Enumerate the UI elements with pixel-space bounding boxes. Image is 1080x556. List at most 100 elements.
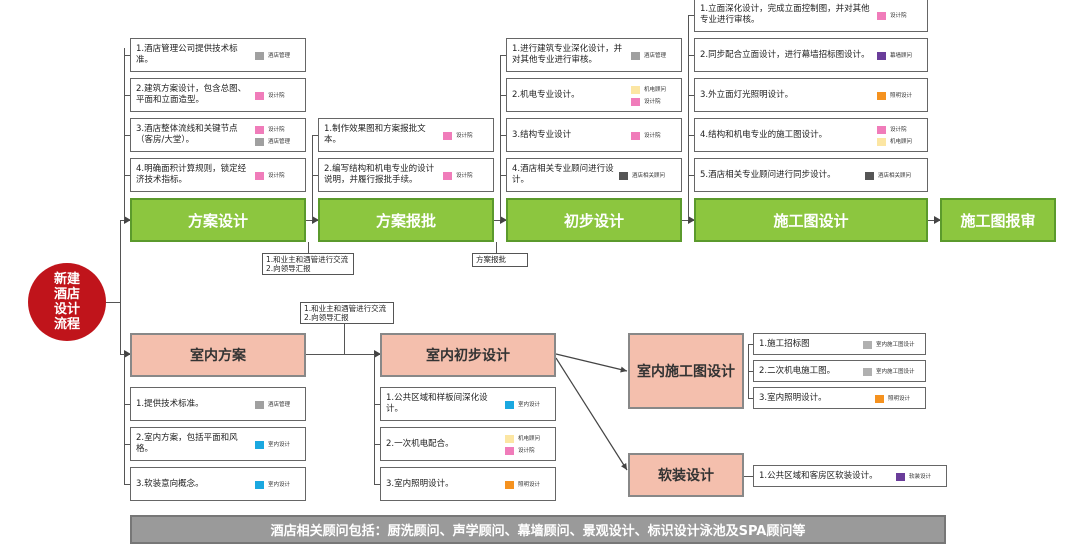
arrow-head-icon	[374, 350, 381, 358]
discipline-label: 照明设计	[518, 481, 541, 488]
task-text: 1.制作效果图和方案报批文本。	[324, 124, 426, 145]
discipline-color-swatch	[896, 473, 905, 481]
arrow-head-icon	[312, 216, 319, 224]
connector-line	[555, 353, 628, 372]
task-box-s4t4[interactable]: 4.结构和机电专业的施工图设计。设计院机电顾问	[694, 118, 928, 152]
task-box-i3t2[interactable]: 2.二次机电施工图。室内施工图设计	[753, 360, 926, 382]
connector-line	[124, 48, 125, 220]
task-box-i2t2[interactable]: 2.一次机电配合。机电顾问设计院	[380, 427, 556, 461]
discipline-color-swatch	[255, 481, 264, 489]
discipline-label: 酒店管理	[268, 401, 291, 408]
task-box-s4t2[interactable]: 2.同步配合立面设计，进行幕墙招标图设计。幕墙顾问	[694, 38, 928, 72]
task-box-s3t2[interactable]: 2.机电专业设计。机电顾问设计院	[506, 78, 682, 112]
discipline-label: 照明设计	[888, 395, 911, 402]
discipline-label: 酒店管理	[268, 138, 291, 145]
connector-line	[374, 404, 380, 405]
stage-interior-preliminary[interactable]: 室内初步设计	[380, 333, 556, 377]
discipline-color-swatch	[875, 395, 884, 403]
discipline-tag: 设计院	[877, 125, 907, 135]
discipline-label: 设计院	[644, 98, 661, 105]
connector-line	[312, 175, 318, 176]
task-box-s2t1[interactable]: 1.制作效果图和方案报批文本。 设计院	[318, 118, 494, 152]
connector-line	[748, 344, 753, 345]
stage-construction-drawing[interactable]: 施工图设计	[694, 198, 928, 242]
discipline-label: 设计院	[890, 12, 907, 19]
discipline-tag: 设计院	[443, 171, 473, 181]
discipline-label: 室内施工图设计	[876, 341, 915, 348]
task-text: 4.明确面积计算规则，锁定经济技术指标。	[136, 164, 247, 185]
stage-soft-decoration[interactable]: 软装设计	[628, 453, 744, 497]
connector-line	[374, 444, 380, 445]
connector-line	[500, 55, 506, 56]
connector-line	[688, 135, 694, 136]
task-box-s3t3[interactable]: 3.结构专业设计设计院	[506, 118, 682, 152]
stage-preliminary-design[interactable]: 初步设计	[506, 198, 682, 242]
stage-scheme-design[interactable]: 方案设计	[130, 198, 306, 242]
discipline-color-swatch	[255, 138, 264, 146]
discipline-tag: 照明设计	[875, 394, 910, 404]
task-text: 1.酒店管理公司提供技术标准。	[136, 44, 238, 65]
arrow-head-icon	[500, 216, 507, 224]
task-box-s3t1[interactable]: 1.进行建筑专业深化设计，并对其他专业进行审核。酒店管理	[506, 38, 682, 72]
task-text: 3.酒店整体流线和关键节点（客房/大堂）。	[136, 124, 238, 145]
discipline-color-swatch	[877, 52, 886, 60]
task-box-i2t1[interactable]: 1.公共区域和样板间深化设计。室内设计	[380, 387, 556, 421]
discipline-label: 设计院	[268, 126, 285, 133]
task-box-s1t1[interactable]: 1.酒店管理公司提供技术标准。酒店管理	[130, 38, 306, 72]
connector-line	[500, 95, 506, 96]
task-box-s1t4[interactable]: 4.明确面积计算规则，锁定经济技术指标。设计院	[130, 158, 306, 192]
discipline-tag: 酒店相关顾问	[865, 171, 911, 181]
discipline-color-swatch	[631, 52, 640, 60]
task-box-i3t1[interactable]: 1.施工招标图室内施工图设计	[753, 333, 926, 355]
connector-line	[312, 135, 313, 220]
arrow-head-icon	[688, 216, 695, 224]
task-text: 2.二次机电施工图。	[759, 365, 836, 376]
discipline-tag: 设计院	[631, 97, 661, 107]
stage-construction-review[interactable]: 施工图报审	[940, 198, 1056, 242]
stage-interior-scheme[interactable]: 室内方案	[130, 333, 306, 377]
connector-line	[374, 484, 380, 485]
discipline-color-swatch	[255, 92, 264, 100]
discipline-tag: 设计院	[877, 11, 907, 21]
task-box-s4t1[interactable]: 1.立面深化设计，完成立面控制图，并对其他专业进行审核。设计院	[694, 0, 928, 32]
stage-interior-construction[interactable]: 室内施工图设计	[628, 333, 744, 409]
task-box-i4t1[interactable]: 1.公共区域和客房区软装设计。软装设计	[753, 465, 947, 487]
task-box-i1t2[interactable]: 2.室内方案，包括平面和风格。室内设计	[130, 427, 306, 461]
discipline-tag: 幕墙顾问	[877, 51, 912, 61]
discipline-color-swatch	[443, 172, 452, 180]
discipline-color-swatch	[255, 52, 264, 60]
discipline-label: 室内设计	[268, 441, 291, 448]
discipline-label: 设计院	[456, 172, 473, 179]
connector-line	[124, 55, 130, 56]
discipline-color-swatch	[505, 481, 514, 489]
discipline-label: 酒店管理	[644, 52, 667, 59]
discipline-tag: 室内设计	[505, 400, 540, 410]
stage-scheme-approval[interactable]: 方案报批	[318, 198, 494, 242]
discipline-tag: 设计院	[255, 125, 285, 135]
discipline-color-swatch	[877, 92, 886, 100]
task-box-i3t3[interactable]: 3.室内照明设计。照明设计	[753, 387, 926, 409]
arrow-head-icon	[124, 216, 131, 224]
discipline-color-swatch	[865, 172, 874, 180]
discipline-color-swatch	[255, 126, 264, 134]
discipline-color-swatch	[255, 441, 264, 449]
note-scheme-approval: 方案报批	[472, 253, 528, 267]
connector-line	[748, 371, 753, 372]
task-box-s1t2[interactable]: 2.建筑方案设计，包含总图、平面和立面造型。设计院	[130, 78, 306, 112]
connector-line	[124, 484, 130, 485]
task-text: 3.外立面灯光照明设计。	[700, 89, 794, 100]
task-box-i2t3[interactable]: 3.室内照明设计。照明设计	[380, 467, 556, 501]
discipline-tag: 酒店管理	[255, 400, 290, 410]
task-box-s4t3[interactable]: 3.外立面灯光照明设计。 照明设计	[694, 78, 928, 112]
discipline-tag: 设计院	[443, 131, 473, 141]
discipline-label: 照明设计	[890, 92, 913, 99]
discipline-label: 酒店相关顾问	[878, 172, 912, 179]
task-box-i1t3[interactable]: 3.软装意向概念。室内设计	[130, 467, 306, 501]
task-box-i1t1[interactable]: 1.提供技术标准。酒店管理	[130, 387, 306, 421]
task-text: 3.软装意向概念。	[136, 478, 204, 489]
discipline-tag: 设计院	[255, 171, 285, 181]
task-box-s2t2[interactable]: 2.编写结构和机电专业的设计说明，并履行报批手续。设计院	[318, 158, 494, 192]
task-box-s3t4[interactable]: 4.酒店相关专业顾问进行设计。酒店相关顾问	[506, 158, 682, 192]
task-box-s1t3[interactable]: 3.酒店整体流线和关键节点（客房/大堂）。 设计院酒店管理	[130, 118, 306, 152]
task-box-s4t5[interactable]: 5.酒店相关专业顾问进行同步设计。酒店相关顾问	[694, 158, 928, 192]
